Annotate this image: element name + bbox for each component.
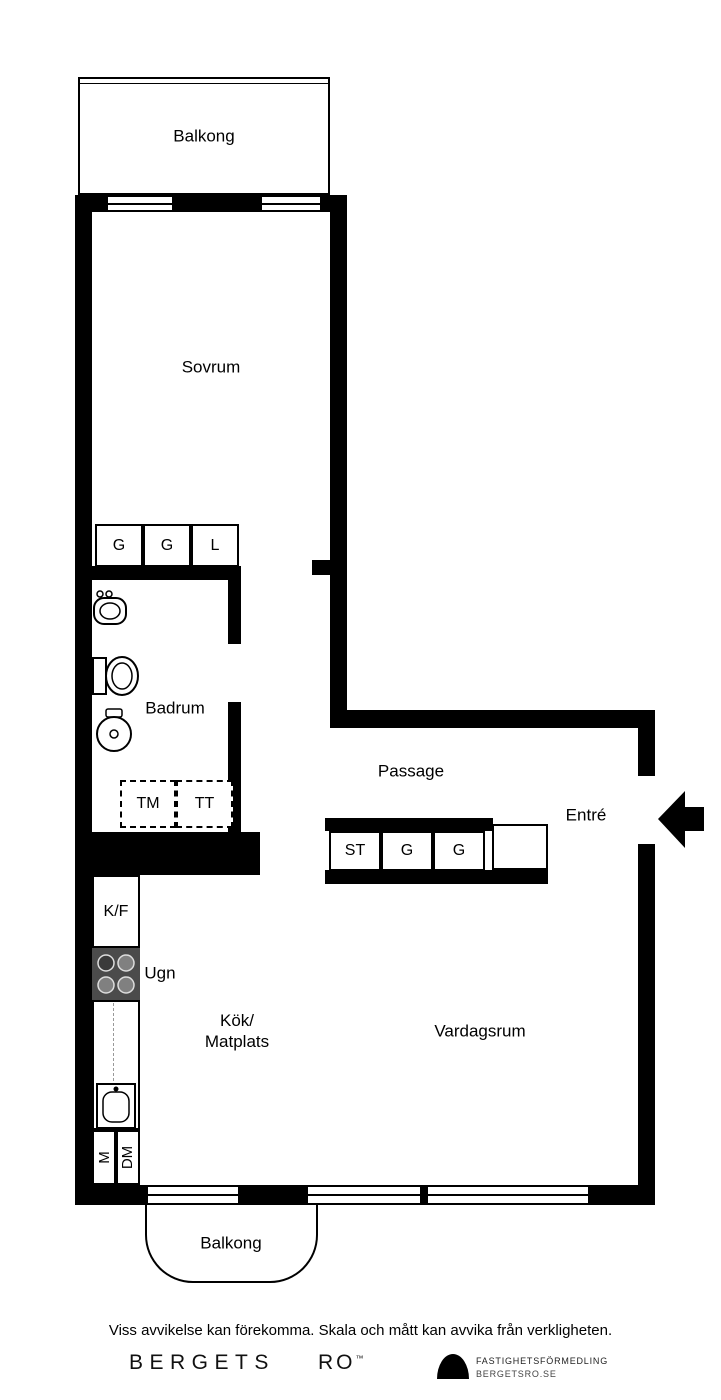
wall-hall-closet-top-bar <box>325 818 493 831</box>
window-top-2 <box>262 195 320 212</box>
counter-dashed-line <box>113 1003 114 1081</box>
wardrobe-label: G <box>160 536 174 554</box>
brand-ro-text: RO <box>318 1351 356 1374</box>
wall-hall-closet-bottom-bar <box>325 870 548 884</box>
kok-line2: Matplats <box>204 1032 270 1051</box>
wardrobe-bedroom-1: G <box>95 524 143 567</box>
wardrobe-label: L <box>210 536 220 554</box>
brand-bergets: BERGETS <box>129 1351 275 1374</box>
hall-closet-st: ST <box>329 831 381 871</box>
trademark-symbol: ™ <box>355 1354 364 1363</box>
hall-shelf-box <box>492 824 548 870</box>
hall-closet-label: G <box>400 842 414 859</box>
washbasin-icon <box>93 590 127 625</box>
wall-right-upper <box>330 195 347 718</box>
brand-logo-text: FASTIGHETSFÖRMEDLING BERGETSRO.SE <box>476 1355 608 1380</box>
wall-left <box>75 195 92 1205</box>
wall-bedroom-door-jamb <box>312 560 330 575</box>
logo-text-line2: BERGETSRO.SE <box>476 1368 557 1379</box>
wall-bathroom-right-upper <box>228 566 241 644</box>
toilet-icon <box>92 656 139 696</box>
wardrobe-bedroom-2: G <box>143 524 191 567</box>
brand-logo-icon <box>437 1354 469 1379</box>
washing-machine-label: TM <box>136 795 160 812</box>
washing-machine-box: TM <box>120 780 176 828</box>
room-label-passage: Passage <box>377 761 445 781</box>
kitchen-sink-icon <box>96 1083 136 1129</box>
hall-closet-label: G <box>452 842 466 859</box>
hall-closet-g2: G <box>433 831 485 871</box>
room-label-entre: Entré <box>565 805 607 825</box>
balcony-bottom-outline <box>145 1203 318 1283</box>
balcony-railing-line <box>80 83 328 84</box>
window-bottom-2 <box>308 1185 420 1205</box>
logo-text-line1: FASTIGHETSFÖRMEDLING <box>476 1356 609 1366</box>
wardrobe-bedroom-3: L <box>191 524 239 567</box>
room-label-balkong-top: Balkong <box>173 126 235 146</box>
brand-ro: RO™ <box>318 1351 364 1375</box>
stove-icon <box>92 948 140 1000</box>
entry-arrow-icon <box>658 791 704 848</box>
room-label-vardagsrum: Vardagsrum <box>434 1021 526 1041</box>
hall-closet-g1: G <box>381 831 433 871</box>
tumble-dryer-box: TT <box>176 780 233 828</box>
wall-right-mid <box>638 710 655 776</box>
disclaimer-text: Viss avvikelse kan förekomma. Skala och … <box>108 1322 613 1339</box>
room-label-sovrum: Sovrum <box>181 357 241 377</box>
hall-closet-label: ST <box>344 842 366 859</box>
kok-line1: Kök/ <box>219 1010 255 1030</box>
round-sink-icon <box>96 708 132 752</box>
wall-bedroom-bathroom <box>75 566 235 580</box>
tumble-dryer-label: TT <box>194 795 215 812</box>
fridge-freezer-label: K/F <box>103 902 129 920</box>
wardrobe-label: G <box>112 536 126 554</box>
window-bottom-1 <box>148 1185 238 1205</box>
balcony-top-outline <box>78 77 330 195</box>
appliance-m-label: M <box>95 1151 113 1164</box>
fridge-freezer-box: K/F <box>92 875 140 948</box>
window-bottom-3 <box>428 1185 588 1205</box>
label-ugn: Ugn <box>144 963 176 983</box>
dishwasher-label: DM <box>119 1145 137 1170</box>
room-label-kok: Kök/ Matplats <box>205 1010 269 1053</box>
window-top-1 <box>108 195 172 212</box>
wall-passage-top <box>330 710 655 728</box>
room-label-badrum: Badrum <box>145 698 205 718</box>
wall-right-lower <box>638 844 655 1205</box>
dishwasher-box: DM <box>116 1130 140 1185</box>
appliance-m-box: M <box>92 1130 116 1185</box>
room-label-balkong-bottom: Balkong <box>200 1233 262 1253</box>
wall-laundry-bottom-band <box>75 832 260 875</box>
